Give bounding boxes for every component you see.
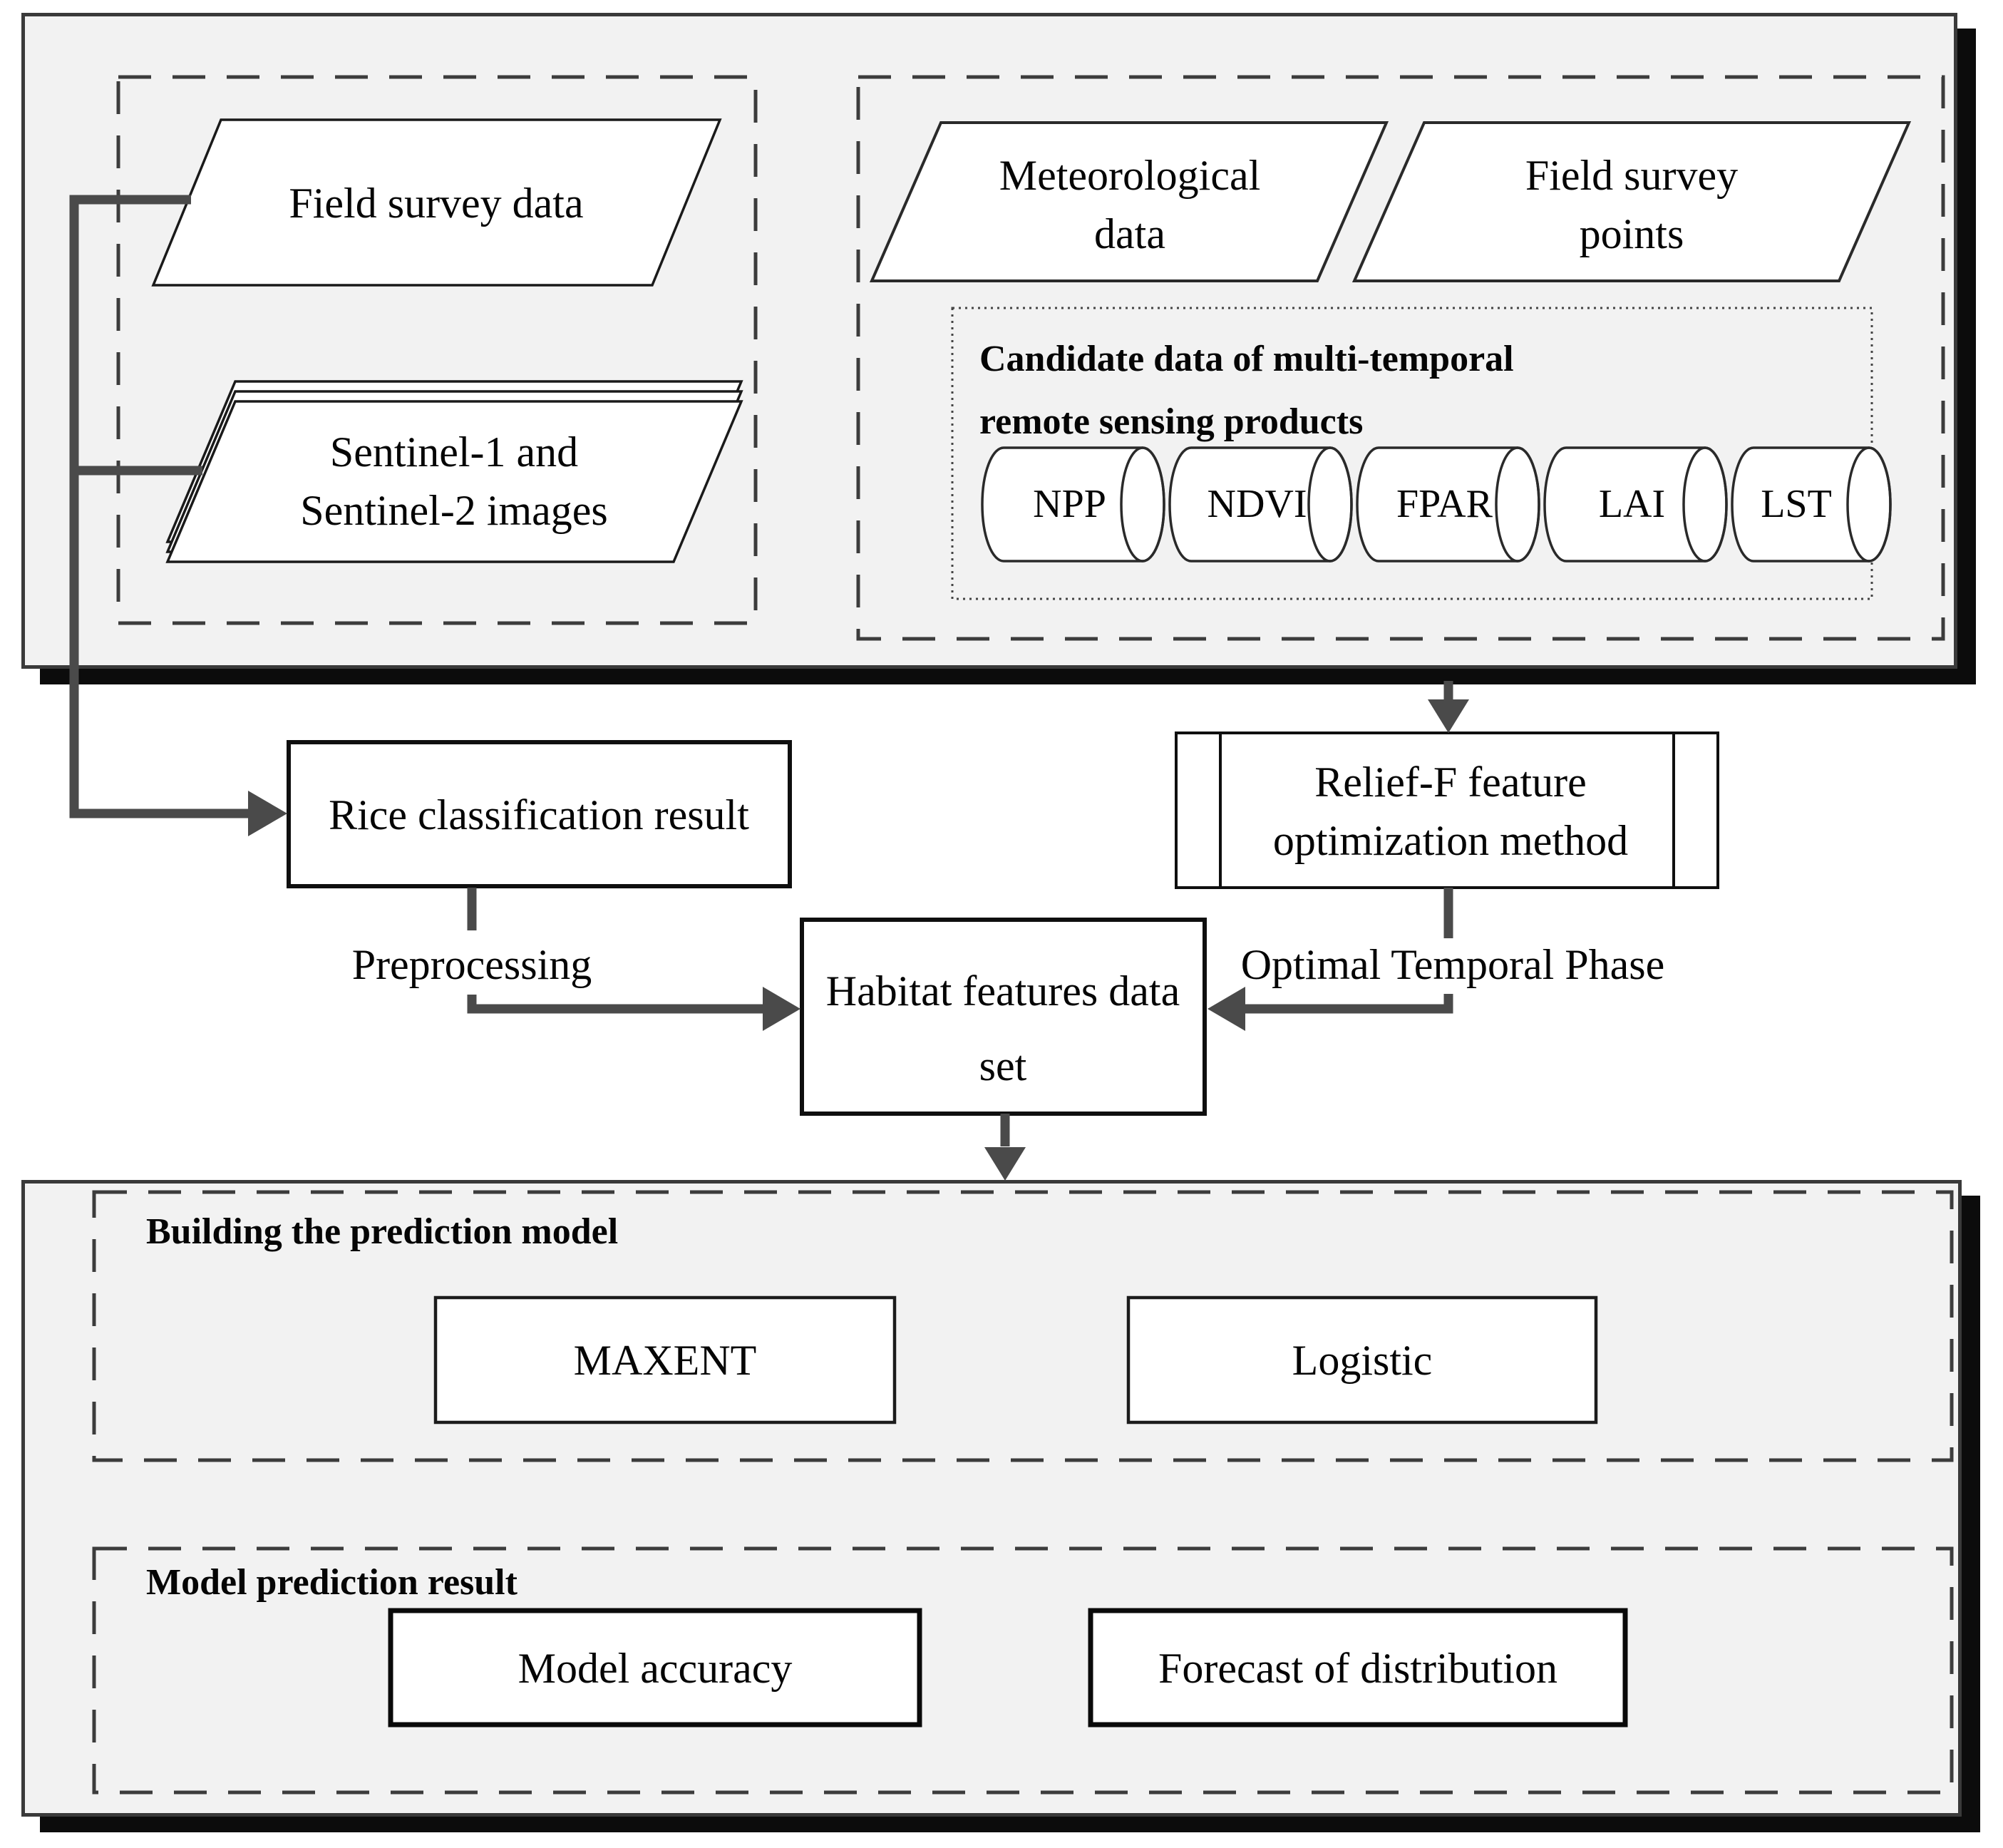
model-result-section-title: Model prediction result (146, 1562, 518, 1603)
candidate-data-title: Candidate data of multi-temporal remote … (979, 328, 1849, 453)
connector-optimal-to-habitat (1242, 994, 1453, 1014)
model-accuracy-box (388, 1608, 922, 1728)
connector-preprocessing-to-habitat (467, 995, 770, 1014)
building-section-title: Building the prediction model (146, 1211, 619, 1252)
arrowheads (248, 699, 1469, 1181)
building-model-dashed-group (92, 1190, 1954, 1462)
rice-classification-label: Rice classification result (329, 791, 749, 838)
product-cylinders (981, 446, 1892, 563)
habitat-features-box (800, 918, 1207, 1116)
npp-label: NPP (1033, 482, 1106, 526)
sentinel-images-label: Sentinel-1 and Sentinel-2 images (300, 428, 608, 534)
field-survey-points-label: Field survey points (1525, 152, 1739, 257)
npp-cylinder-cap (1120, 446, 1165, 563)
fpar-label: FPAR (1396, 482, 1493, 526)
ndvi-cylinder-cap (1307, 446, 1353, 563)
connectors (69, 195, 1453, 1146)
forecast-distribution-label: Forecast of distribution (1158, 1645, 1557, 1692)
meteorological-data-shape (869, 121, 1389, 282)
prediction-container (21, 1180, 1962, 1817)
logistic-box (1126, 1295, 1598, 1424)
arrowhead-into-rice (248, 791, 287, 836)
candidate-data-title-line1: Candidate data of multi-temporal (979, 339, 1514, 379)
maxent-box (433, 1295, 897, 1424)
model-accuracy-label: Model accuracy (518, 1645, 793, 1692)
rice-classification-box (287, 740, 792, 888)
habitat-features-label: Habitat features data set (825, 967, 1180, 1089)
arrowhead-into-habitat-right (1208, 987, 1245, 1031)
relief-f-label: Relief-F feature optimization method (1272, 759, 1629, 864)
preprocessing-edge-label: Preprocessing (351, 941, 592, 988)
relief-f-box (1175, 732, 1719, 889)
field-survey-data-label: Field survey data (289, 180, 584, 227)
lai-cylinder-cap (1682, 446, 1728, 563)
candidate-data-title-line2: remote sensing products (979, 401, 1364, 442)
field-survey-points-shape (1351, 121, 1912, 282)
logistic-label: Logistic (1292, 1337, 1433, 1384)
field-survey-data-shape (151, 118, 722, 287)
model-result-dashed-group (92, 1546, 1954, 1795)
optimal-temporal-phase-edge-label: Optimal Temporal Phase (1240, 941, 1665, 988)
arrowhead-into-habitat-left (763, 987, 800, 1031)
forecast-distribution-box (1088, 1608, 1628, 1728)
lai-label: LAI (1598, 482, 1666, 526)
connector-surveydata-to-rice (69, 195, 249, 818)
sentinel-images-shape-front (165, 400, 743, 563)
meteorological-data-label: Meteorological data (999, 152, 1261, 257)
ndvi-label: NDVI (1207, 482, 1307, 526)
fpar-cylinder-cap (1495, 446, 1540, 563)
lst-cylinder-cap (1846, 446, 1892, 563)
arrowhead-into-relief (1428, 699, 1469, 733)
maxent-label: MAXENT (573, 1337, 757, 1384)
lst-label: LST (1761, 482, 1832, 526)
remote-sensing-dashed-group (856, 75, 1945, 641)
arrowhead-into-prediction (984, 1147, 1026, 1181)
